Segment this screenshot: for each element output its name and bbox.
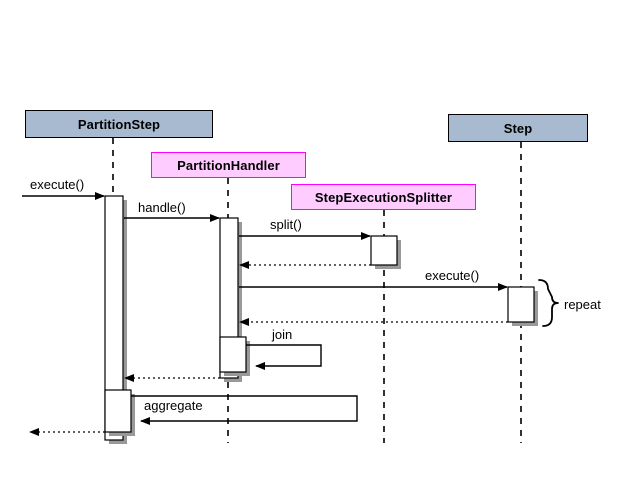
- message-arrows-group: [22, 192, 508, 436]
- lifeline-header-step[interactable]: Step: [448, 114, 588, 142]
- lifeline-header-label: PartitionStep: [77, 116, 161, 132]
- activation-bars-group: [104, 195, 538, 444]
- lifeline-header-label: StepExecutionSplitter: [314, 189, 453, 205]
- lifeline-header-step-execution-splitter[interactable]: StepExecutionSplitter: [291, 184, 476, 210]
- activation-bar-act-splitter: [370, 235, 398, 266]
- message-label-msg-handle: handle(): [138, 200, 186, 215]
- lifeline-header-partition-handler[interactable]: PartitionHandler: [151, 152, 306, 178]
- lifeline-header-label: PartitionHandler: [177, 157, 280, 173]
- annotation-group: [538, 279, 559, 327]
- brace-repeat-annotation: [538, 279, 559, 327]
- self-message-label-self-join: join: [272, 327, 293, 342]
- message-label-msg-execute-entry: execute(): [30, 177, 85, 192]
- activation-bar-act-step-aggregate: [104, 389, 132, 433]
- activation-bar-act-partition-step: [104, 195, 124, 441]
- self-message-group: [131, 344, 358, 425]
- activation-bar-act-step: [507, 286, 535, 323]
- message-label-msg-split: split(): [270, 217, 302, 232]
- lifeline-header-label: Step: [503, 120, 533, 136]
- self-message-self-join: [246, 344, 322, 370]
- activation-bar-act-handler-join: [219, 336, 247, 373]
- self-message-label-self-aggregate: aggregate: [144, 398, 203, 413]
- annotation-label-repeat-annotation: repeat: [564, 297, 601, 312]
- message-label-msg-step-execute: execute(): [425, 268, 480, 283]
- self-message-self-aggregate: [131, 395, 358, 425]
- lifeline-header-partition-step[interactable]: PartitionStep: [25, 110, 213, 138]
